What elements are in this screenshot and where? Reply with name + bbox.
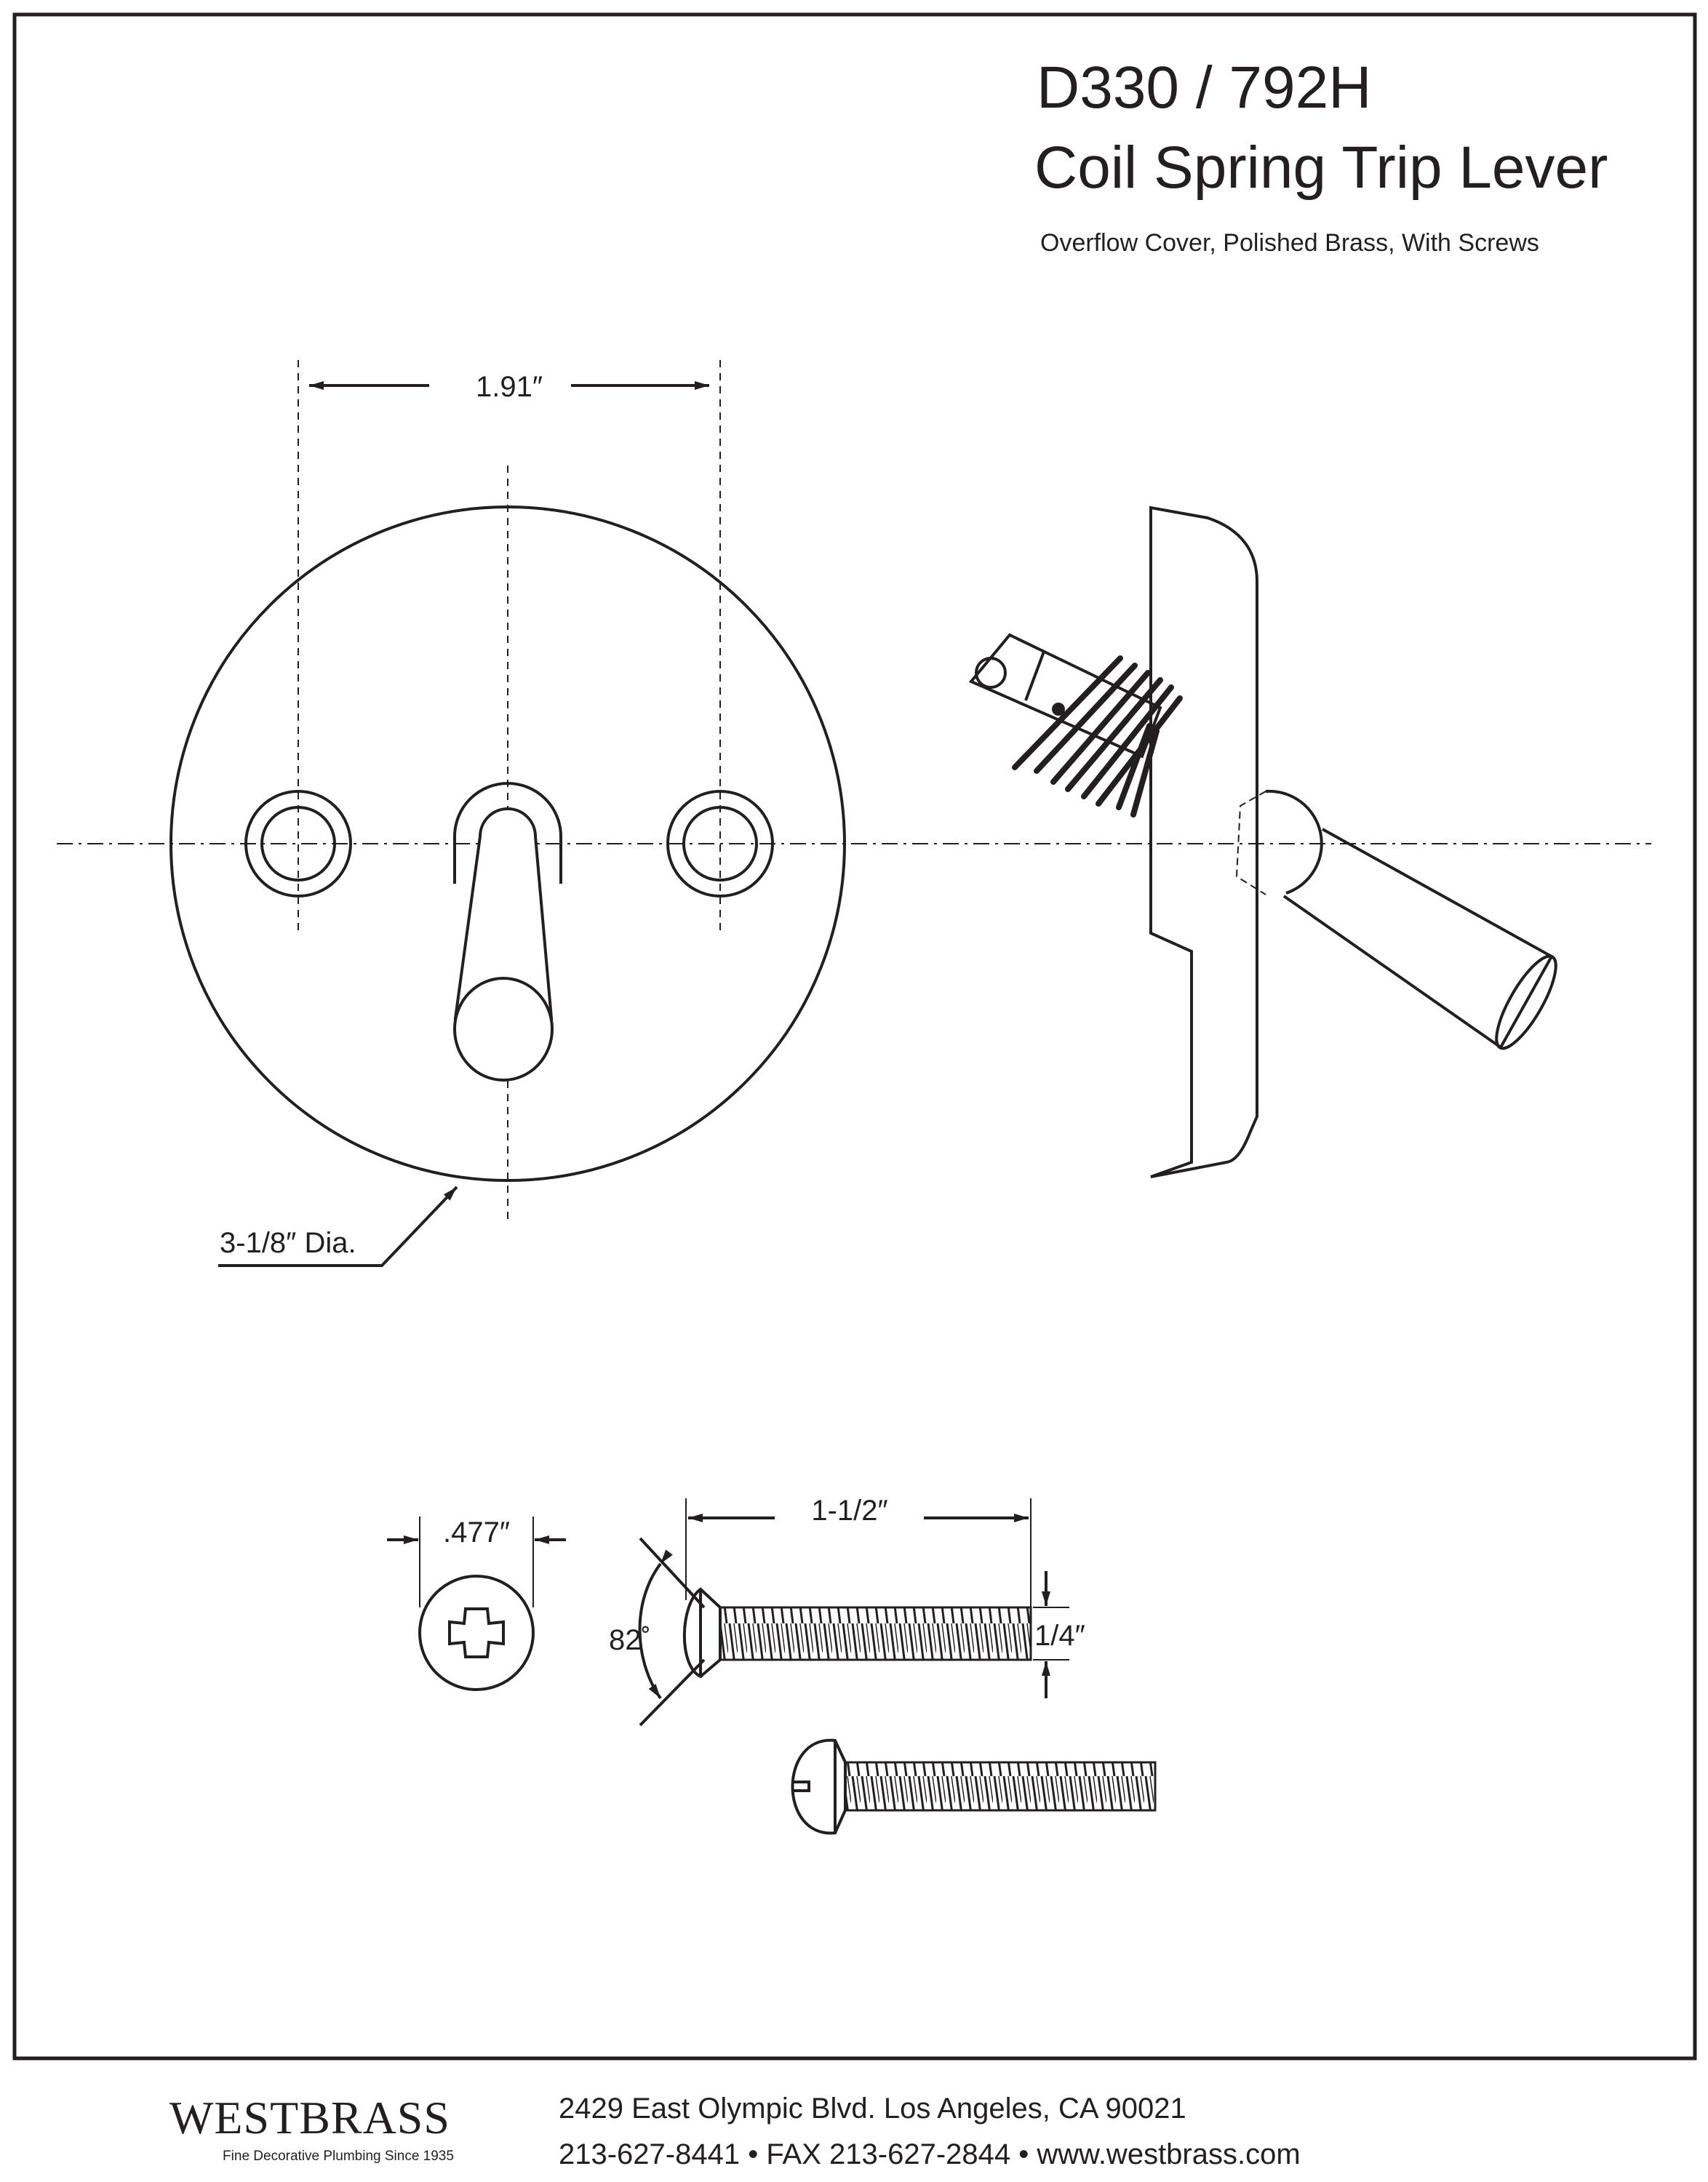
angle-line-bottom xyxy=(639,1658,706,1727)
phillips-recess-icon xyxy=(448,1607,505,1658)
trip-link-hole xyxy=(975,657,1007,689)
lever-boss xyxy=(453,782,562,884)
flat-head-screw xyxy=(638,1498,1069,1727)
screw-hole-right xyxy=(666,790,774,898)
spring-end xyxy=(1052,703,1065,716)
model-number: D330 / 792H xyxy=(1037,55,1371,121)
lever-ball xyxy=(1265,789,1323,895)
company-contact: 213-627-8441 • FAX 213-627-2844 • www.we… xyxy=(559,2138,1301,2170)
product-subtitle: Overflow Cover, Polished Brass, With Scr… xyxy=(1040,229,1539,257)
oval-screw-slot xyxy=(793,1781,810,1792)
screw-head-label: .477″ xyxy=(443,1516,510,1548)
brand-logo: WESTBRASS xyxy=(169,2092,450,2143)
screw-head-circle xyxy=(418,1575,535,1691)
oval-screw-head xyxy=(791,1738,847,1835)
screw-angle-label: 82˚ xyxy=(609,1624,651,1656)
lever-body xyxy=(453,807,554,1020)
screw-end-view xyxy=(387,1516,566,1691)
trip-link xyxy=(968,633,1162,759)
company-address: 2429 East Olympic Blvd. Los Angeles, CA … xyxy=(559,2093,1186,2125)
coil-spring xyxy=(1012,655,1183,818)
front-view xyxy=(57,360,1651,1267)
lever-arm-tip xyxy=(1495,954,1557,1050)
screw-length-label: 1-1/2″ xyxy=(811,1495,887,1527)
cover-profile xyxy=(1149,505,1258,1178)
lever-socket-hidden xyxy=(1235,791,1266,895)
product-title: Coil Spring Trip Lever xyxy=(1034,135,1608,201)
lever-arm xyxy=(1282,828,1554,1050)
trip-link-bend xyxy=(1024,651,1045,701)
screw-shank xyxy=(715,1606,1032,1661)
oval-head-screw xyxy=(791,1738,1157,1835)
oval-screw-shank xyxy=(842,1761,1157,1812)
angle-line-top xyxy=(639,1537,706,1609)
hole-spacing-label: 1.91″ xyxy=(476,371,543,403)
sheet-border xyxy=(12,12,1697,2061)
lever-tip xyxy=(453,977,554,1082)
overflow-plate xyxy=(169,505,846,1182)
screw-hole-right-inner xyxy=(682,806,758,882)
plate-diameter-label: 3-1/8″ Dia. xyxy=(220,1227,356,1259)
screw-hole-left xyxy=(244,790,352,898)
diameter-leader xyxy=(218,1186,458,1267)
screw-hole-left-inner xyxy=(260,806,336,882)
screw-thread-label: 1/4″ xyxy=(1034,1620,1085,1652)
angle-arc xyxy=(638,1549,673,1700)
brand-tagline: Fine Decorative Plumbing Since 1935 xyxy=(223,2149,454,2164)
side-view xyxy=(968,505,1557,1178)
